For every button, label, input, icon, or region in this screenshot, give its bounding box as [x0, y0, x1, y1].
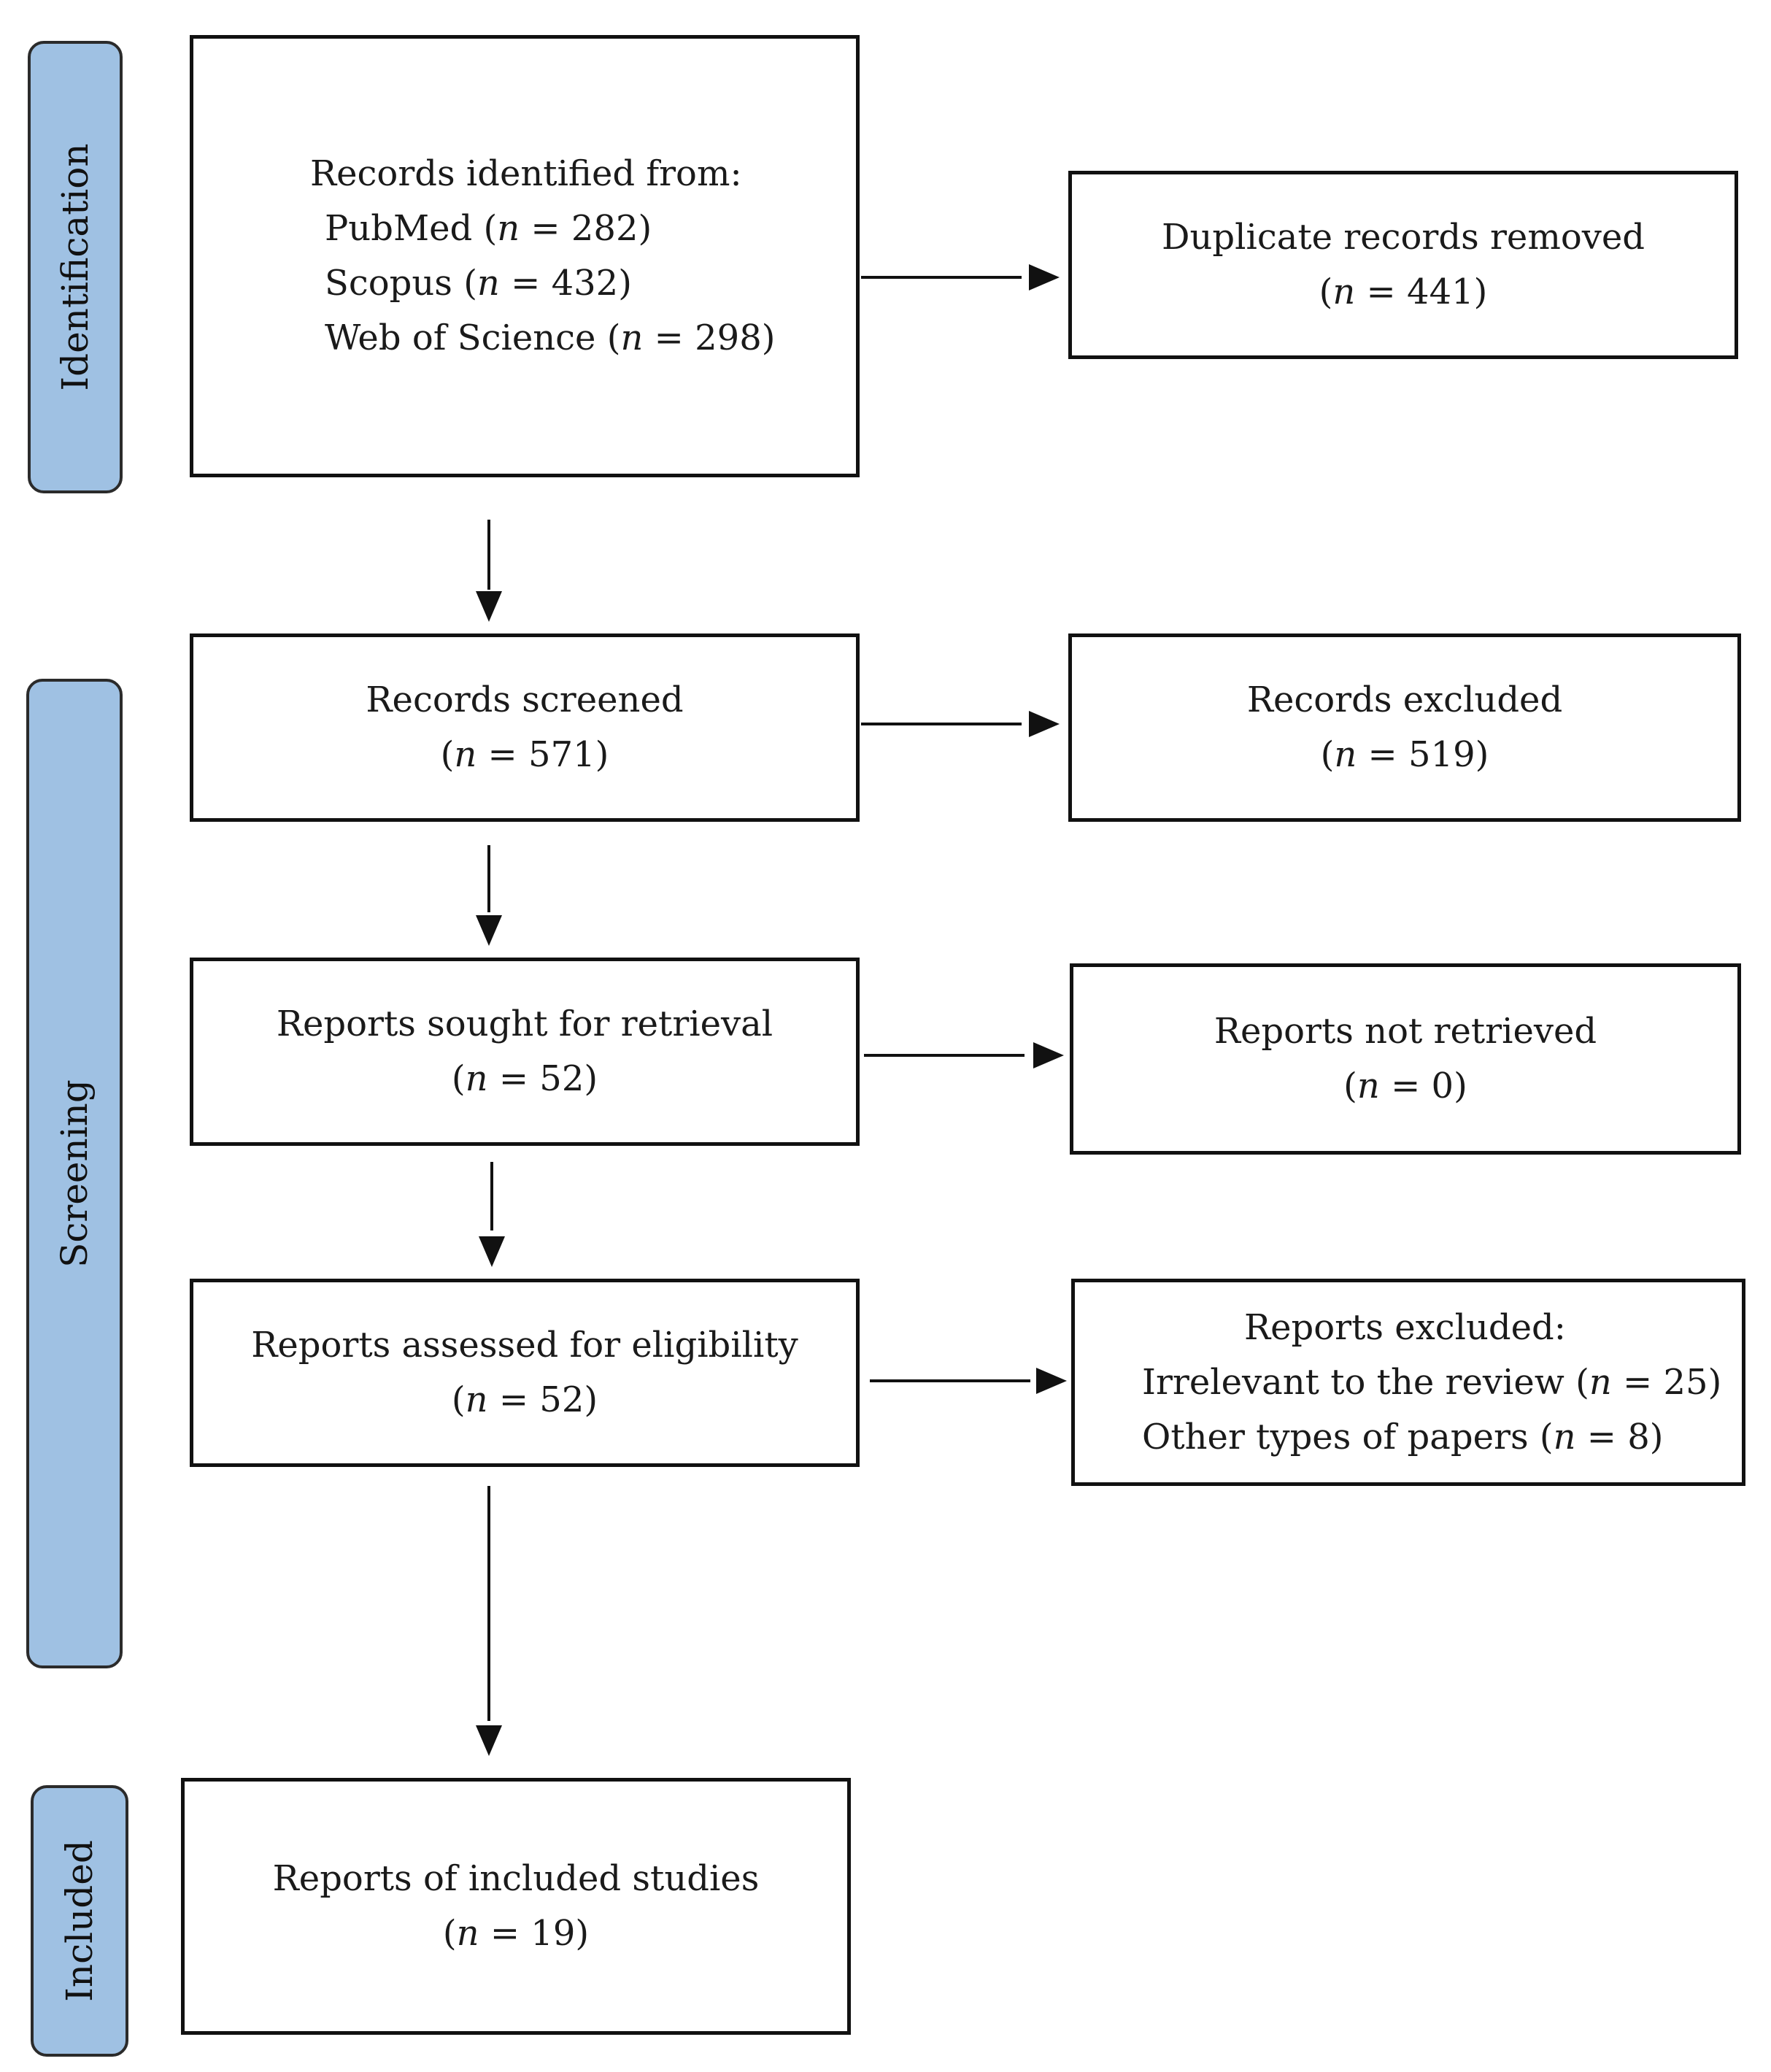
- source-pubmed: PubMed (n = 282): [325, 208, 652, 249]
- source-web-of-science: Web of Science (n = 298): [325, 317, 776, 358]
- reports-assessed-title: Reports assessed for eligibility: [251, 1325, 798, 1366]
- phase-identification: Identification: [28, 41, 123, 493]
- reports-sought-count: (n = 52): [451, 1058, 598, 1099]
- arrowhead-included: [476, 1725, 502, 1756]
- arrowhead-assessed: [479, 1236, 505, 1267]
- reports-sought-title: Reports sought for retrieval: [276, 1004, 773, 1044]
- records-excluded-title: Records excluded: [1246, 679, 1563, 720]
- reason-other-types: Other types of papers (n = 8): [1142, 1416, 1664, 1457]
- arrowhead-duplicates: [1029, 264, 1060, 290]
- included-studies-title: Reports of included studies: [272, 1858, 760, 1899]
- reports-assessed-count: (n = 52): [451, 1379, 598, 1420]
- arrowhead-screened: [476, 591, 502, 622]
- reports-not-retrieved-title: Reports not retrieved: [1214, 1011, 1597, 1052]
- reports-excluded-heading: Reports excluded:: [1244, 1306, 1566, 1348]
- arrowhead-not-retrieved: [1033, 1042, 1064, 1068]
- duplicates-removed-box: Duplicate records removed (n = 441): [1068, 171, 1738, 359]
- duplicates-removed-count: (n = 441): [1319, 271, 1488, 312]
- reports-not-retrieved-count: (n = 0): [1343, 1066, 1467, 1106]
- reports-excluded-box: Reports excluded: Irrelevant to the revi…: [1071, 1279, 1745, 1486]
- included-studies-box: Reports of included studies (n = 19): [181, 1778, 851, 2035]
- reason-irrelevant: Irrelevant to the review (n = 25): [1142, 1361, 1722, 1403]
- reports-assessed-box: Reports assessed for eligibility (n = 52…: [190, 1279, 860, 1467]
- records-excluded-box: Records excluded (n = 519): [1068, 633, 1741, 822]
- duplicates-removed-title: Duplicate records removed: [1162, 217, 1645, 258]
- records-screened-title: Records screened: [366, 679, 684, 720]
- records-screened-box: Records screened (n = 571): [190, 633, 860, 822]
- phase-included: Included: [31, 1785, 128, 2057]
- arrowhead-sought: [476, 915, 502, 946]
- records-identified-box: Records identified from: PubMed (n = 282…: [190, 35, 860, 477]
- arrowhead-records-excluded: [1029, 711, 1060, 737]
- records-identified-heading: Records identified from:: [310, 153, 742, 194]
- reports-sought-box: Reports sought for retrieval (n = 52): [190, 958, 860, 1146]
- included-studies-count: (n = 19): [442, 1913, 590, 1954]
- source-scopus: Scopus (n = 432): [325, 263, 632, 304]
- records-screened-count: (n = 571): [440, 734, 609, 775]
- reports-not-retrieved-box: Reports not retrieved (n = 0): [1070, 963, 1741, 1155]
- phase-screening: Screening: [26, 679, 123, 1668]
- arrowhead-reports-excluded: [1036, 1368, 1067, 1394]
- records-excluded-count: (n = 519): [1320, 734, 1489, 775]
